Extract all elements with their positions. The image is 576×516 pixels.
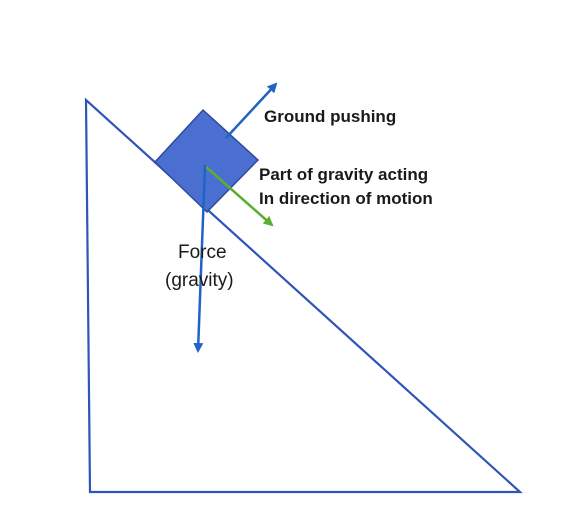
incline-triangle bbox=[84, 97, 523, 494]
force-label-line1: Force bbox=[178, 242, 227, 263]
ground-pushing-label: Ground pushing bbox=[264, 107, 396, 126]
block bbox=[153, 108, 260, 214]
normal-force-arrow bbox=[225, 82, 278, 139]
gravity-part-label-line1: Part of gravity acting bbox=[259, 165, 428, 184]
gravity-part-label-line2: In direction of motion bbox=[259, 189, 433, 208]
gravity-arrow bbox=[193, 164, 207, 353]
force-label-line2: (gravity) bbox=[165, 270, 234, 291]
gravity-component-arrow bbox=[204, 165, 274, 227]
